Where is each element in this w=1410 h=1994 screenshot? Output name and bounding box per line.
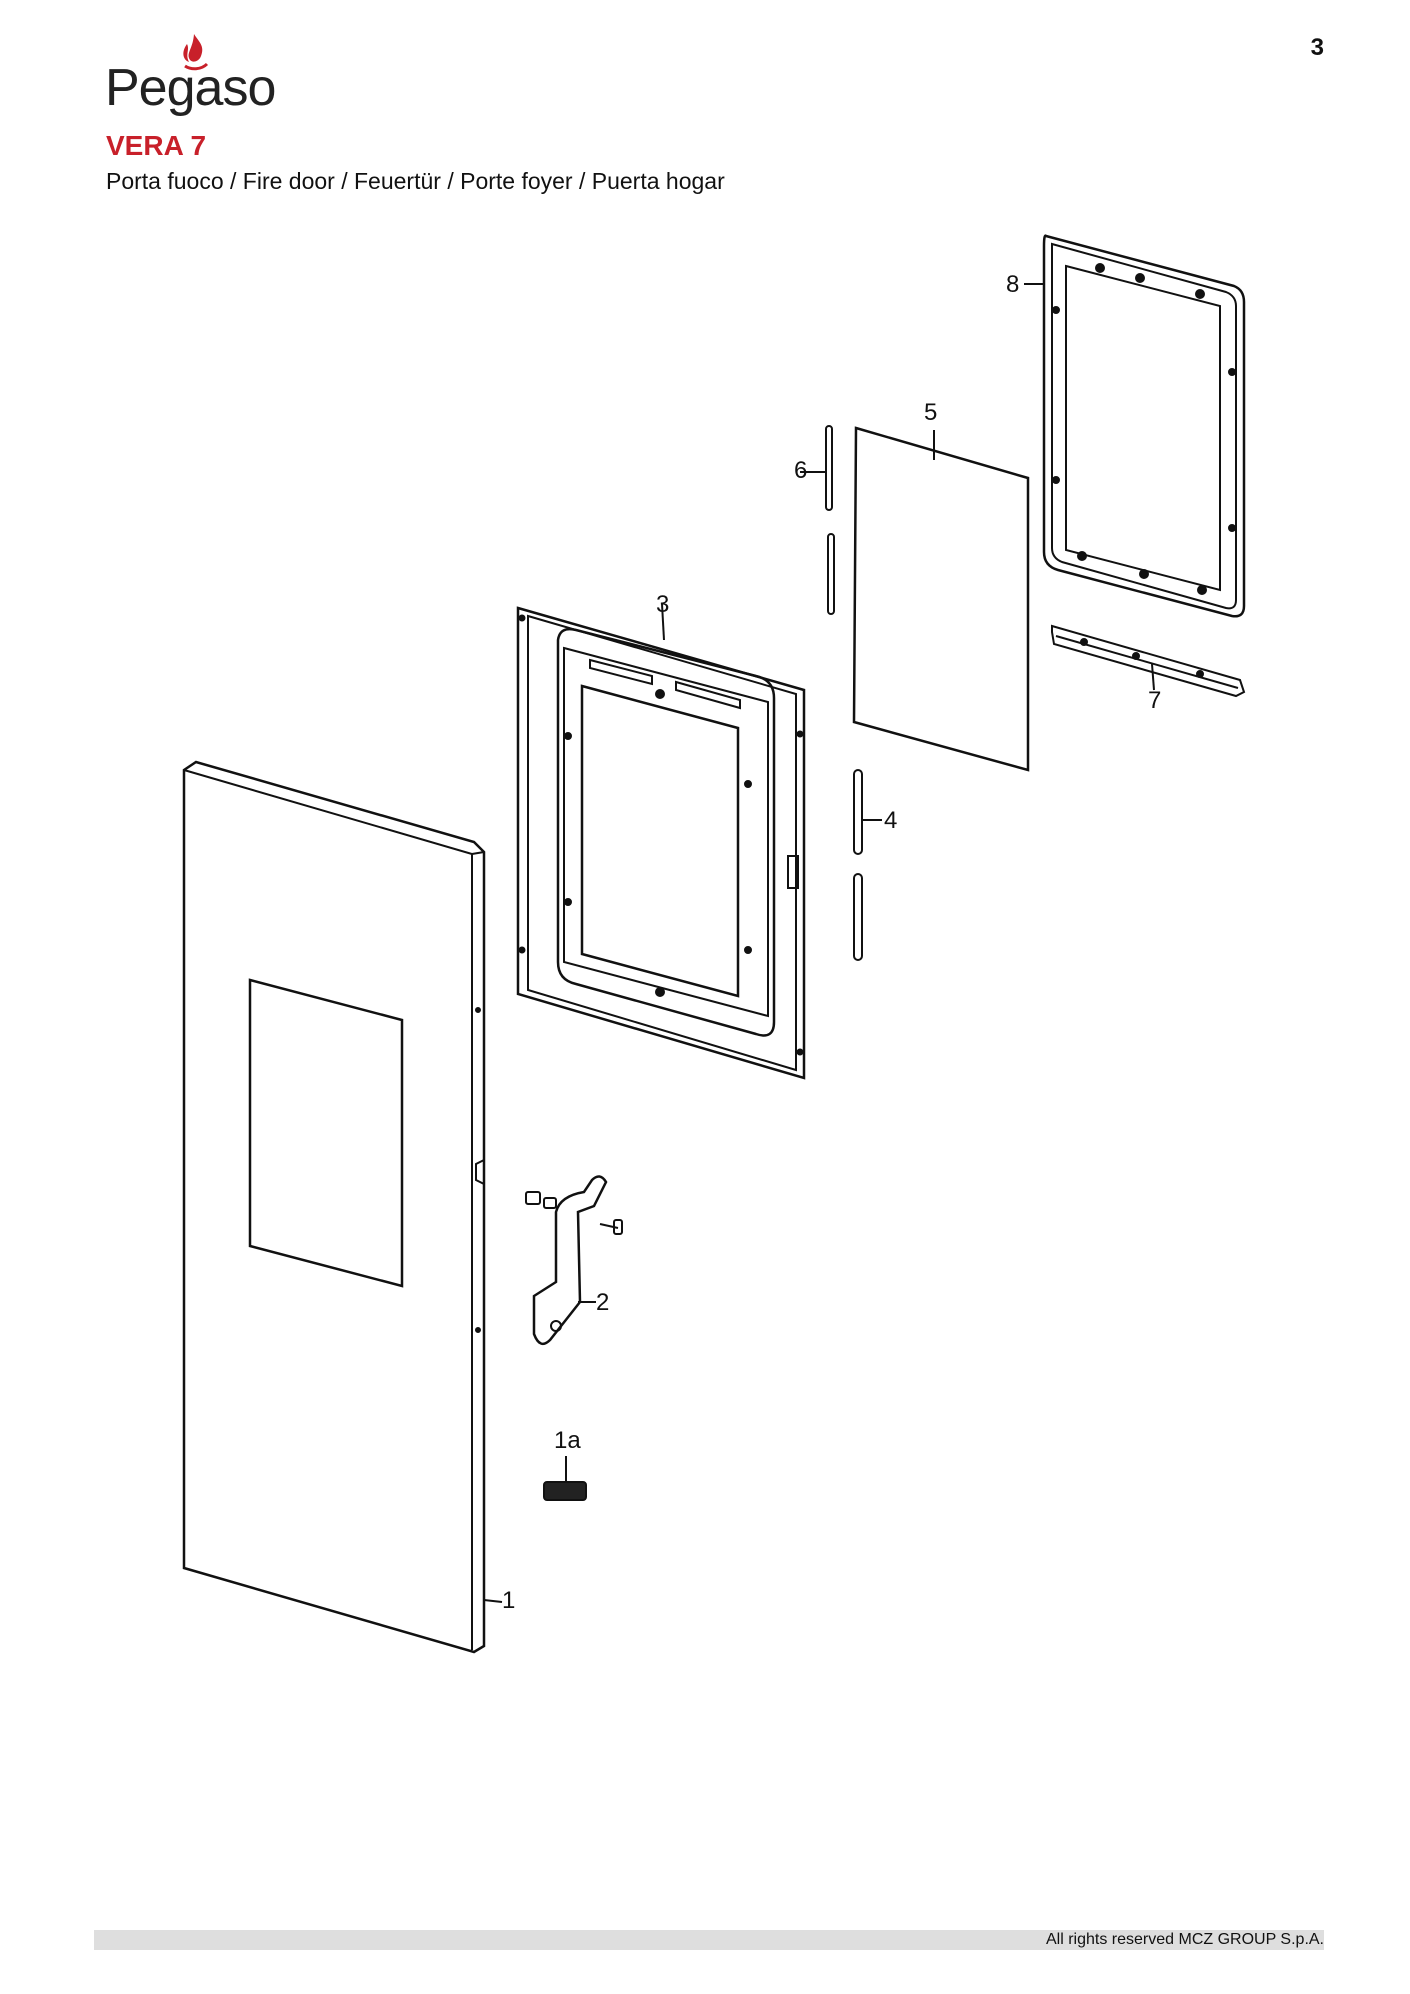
callout-8: 8 xyxy=(1006,271,1019,298)
footer-copyright: All rights reserved MCZ GROUP S.p.A. xyxy=(1046,1931,1324,1948)
part-2-latch-bracket xyxy=(525,1175,623,1346)
nut-icon xyxy=(525,1191,557,1209)
callout-6: 6 xyxy=(794,457,807,484)
logo-wordmark: Pegaso xyxy=(105,59,276,117)
callout-4: 4 xyxy=(884,807,897,834)
callout-7: 7 xyxy=(1148,687,1161,714)
part-5-glass-pane xyxy=(852,426,1030,772)
flame-icon xyxy=(183,34,209,71)
bolt-icon xyxy=(599,1219,623,1235)
page-number: 3 xyxy=(1310,34,1324,61)
brand-logo: Pegaso xyxy=(105,30,285,122)
callout-3: 3 xyxy=(656,591,669,618)
part-7-bottom-strip xyxy=(1051,624,1246,698)
part-3-inner-door-frame xyxy=(516,603,806,1080)
footer-bar xyxy=(94,1930,1324,1950)
part-6-seal-strips xyxy=(800,425,835,615)
callout-1a: 1a xyxy=(554,1427,581,1454)
callout-2: 2 xyxy=(596,1289,609,1316)
callout-5: 5 xyxy=(924,399,937,426)
part-1a-logo-badge xyxy=(543,1456,587,1501)
part-8-glass-frame xyxy=(1042,234,1246,618)
page-subtitle: Porta fuoco / Fire door / Feuertür / Por… xyxy=(106,168,725,194)
part-1-outer-door xyxy=(182,760,503,1654)
model-title: VERA 7 xyxy=(106,130,207,161)
part-4-seal-strips xyxy=(853,769,882,961)
callout-1: 1 xyxy=(502,1587,515,1614)
